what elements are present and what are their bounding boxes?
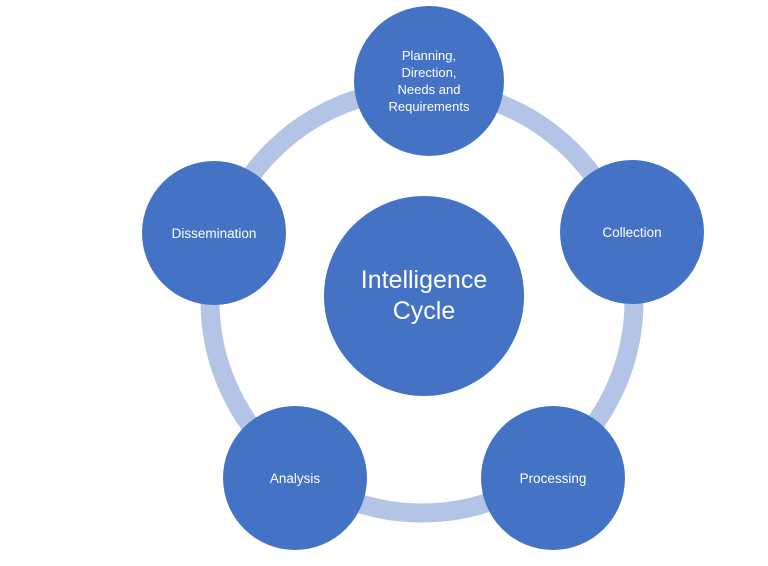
stage-label: Collection	[602, 224, 662, 240]
stage-label: Analysis	[269, 470, 321, 486]
center-node-intelligence-cycle: Intelligence Cycle	[324, 196, 524, 396]
stage-node-dissemination: Dissemination	[142, 161, 286, 305]
center-label: Intelligence Cycle	[360, 266, 488, 325]
stage-node-collection: Collection	[560, 160, 704, 304]
stage-node-analysis: Analysis	[223, 406, 367, 550]
stage-label: Planning, Direction, Needs and Requireme…	[388, 48, 470, 114]
stage-label: Dissemination	[171, 225, 257, 241]
stage-node-processing: Processing	[481, 406, 625, 550]
stage-node-planning-direction-needs-requirements: Planning, Direction, Needs and Requireme…	[354, 6, 504, 156]
stage-label: Processing	[519, 470, 587, 486]
